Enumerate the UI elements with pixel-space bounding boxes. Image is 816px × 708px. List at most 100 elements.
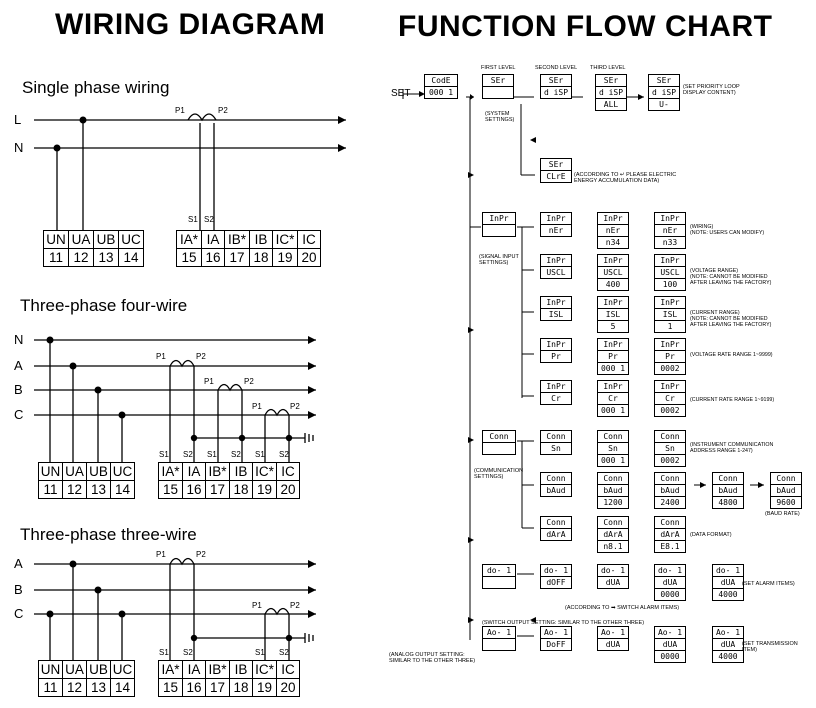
lcd-display-text: dUA [605, 578, 621, 587]
line-c-label: C [14, 407, 24, 422]
lcd-display-text: dArA [655, 529, 685, 541]
note-clear-energy: (ACCORDING TO ↵ PLEASE ELECTRIC ENERGY A… [574, 172, 677, 184]
terminal-number: 14 [110, 480, 135, 499]
terminal-number: 15 [158, 678, 183, 697]
lcd-display-text: Conn [598, 431, 628, 443]
lcd-display-text: 9600 [776, 498, 796, 507]
ct-s2-label: S2 [279, 648, 289, 657]
lcd-display-text: Ao- 1 [598, 627, 628, 639]
ct-s1-label: S1 [207, 450, 217, 459]
lcd-display-text: CLrE [546, 172, 566, 181]
lcd-display-text: Conn [713, 473, 743, 485]
lcd-display-text: 000 1 [600, 364, 626, 373]
lcd-display-text: InPr [541, 381, 571, 393]
note-set-priority: (SET PRIORITY LOOP DISPLAY CONTENT) [683, 84, 740, 96]
lcd-display-text: Conn [655, 473, 685, 485]
lcd-display-text: Ao- 1 [541, 627, 571, 639]
lcd-display-text: SEr [596, 75, 626, 87]
lcd-display-text: Conn [771, 473, 801, 485]
terminal-number: 19 [252, 480, 277, 499]
lcd-display-text: Conn [541, 431, 571, 443]
lcd-display-text: 400 [605, 280, 621, 289]
line-n-label: N [14, 140, 24, 155]
lcd-display-text: do- 1 [483, 565, 515, 577]
note-alarm-items: (SET ALARM ITEMS) [742, 581, 795, 587]
ct-p1-label: P1 [252, 601, 262, 610]
lcd-display-text: Conn [655, 431, 685, 443]
lcd-display-text: Sn [598, 443, 628, 455]
lcd-display-text: Ao- 1 [713, 627, 743, 639]
ct-p2-label: P2 [244, 377, 254, 386]
lcd-display-text: InPr [541, 255, 571, 267]
note-voltage-rate: (VOLTAGE RATE RANGE 1~9999) [690, 352, 773, 358]
lcd-display-text: USCL [598, 267, 628, 279]
ct-s2-label: S2 [183, 648, 193, 657]
lcd-display-text: bAud [771, 485, 801, 497]
terminal-number: 13 [86, 480, 111, 499]
terminal-number: 19 [252, 678, 277, 697]
lcd-display-text: InPr [598, 213, 628, 225]
lcd-display-text: InPr [483, 213, 515, 225]
terminal-label: IB* [205, 462, 230, 481]
line-a-label: A [14, 556, 23, 571]
lcd-display-text: do- 1 [598, 565, 628, 577]
lcd-display-text [483, 87, 513, 98]
lcd-display-text: d iSP [649, 87, 679, 99]
lcd-display-box: do- 1 [482, 564, 516, 589]
ct-p1-label: P1 [156, 550, 166, 559]
lcd-display-text: InPr [655, 213, 685, 225]
three-wire-title: Three-phase three-wire [20, 525, 197, 544]
lcd-display-text: Ao- 1 [483, 627, 515, 639]
terminal-label: UB [93, 230, 119, 249]
terminal-number: 13 [86, 678, 111, 697]
lcd-display-text: do- 1 [713, 565, 743, 577]
lcd-display-text: SEr [541, 75, 571, 87]
terminal-number: 20 [276, 480, 300, 499]
lcd-display-text: 1200 [603, 498, 623, 507]
note-analog-output: (ANALOG OUTPUT SETTING: SIMILAR TO THE O… [389, 652, 476, 664]
lcd-display-text: 4000 [718, 652, 738, 661]
lcd-display-text: bAud [598, 485, 628, 497]
note-baud-rate: (BAUD RATE) [765, 511, 800, 517]
lcd-display-text: Conn [598, 473, 628, 485]
note-data-format: (DATA FORMAT) [690, 532, 732, 538]
four-wire-title: Three-phase four-wire [20, 296, 188, 315]
ct-s2-label: S2 [231, 450, 241, 459]
wiring-lines [34, 113, 346, 660]
lcd-display-text: InPr [541, 213, 571, 225]
terminal-number: 16 [182, 678, 206, 697]
terminal-label: IC* [252, 660, 277, 679]
lcd-display-text: nEr [655, 225, 685, 237]
flow-chart-title: FUNCTION FLOW CHART [398, 10, 773, 43]
terminal-label: IB* [224, 230, 250, 249]
first-level-label: FIRST LEVEL [481, 65, 516, 71]
third-level-label: THIRD LEVEL [590, 65, 626, 71]
terminal-label: IA* [176, 230, 202, 249]
lcd-display-text: 000 1 [600, 456, 626, 465]
terminal-number: 14 [118, 248, 144, 267]
lcd-display-text: U- [659, 100, 669, 109]
lcd-display-box: SEr [482, 74, 514, 99]
note-current-range: (CURRENT RANGE) (NOTE: CANNOT BE MODIFIE… [690, 310, 772, 329]
set-label: SET [391, 88, 411, 99]
ct-p1-label: P1 [252, 402, 262, 411]
terminal-label: UC [110, 660, 135, 679]
terminal-number: 16 [201, 248, 225, 267]
